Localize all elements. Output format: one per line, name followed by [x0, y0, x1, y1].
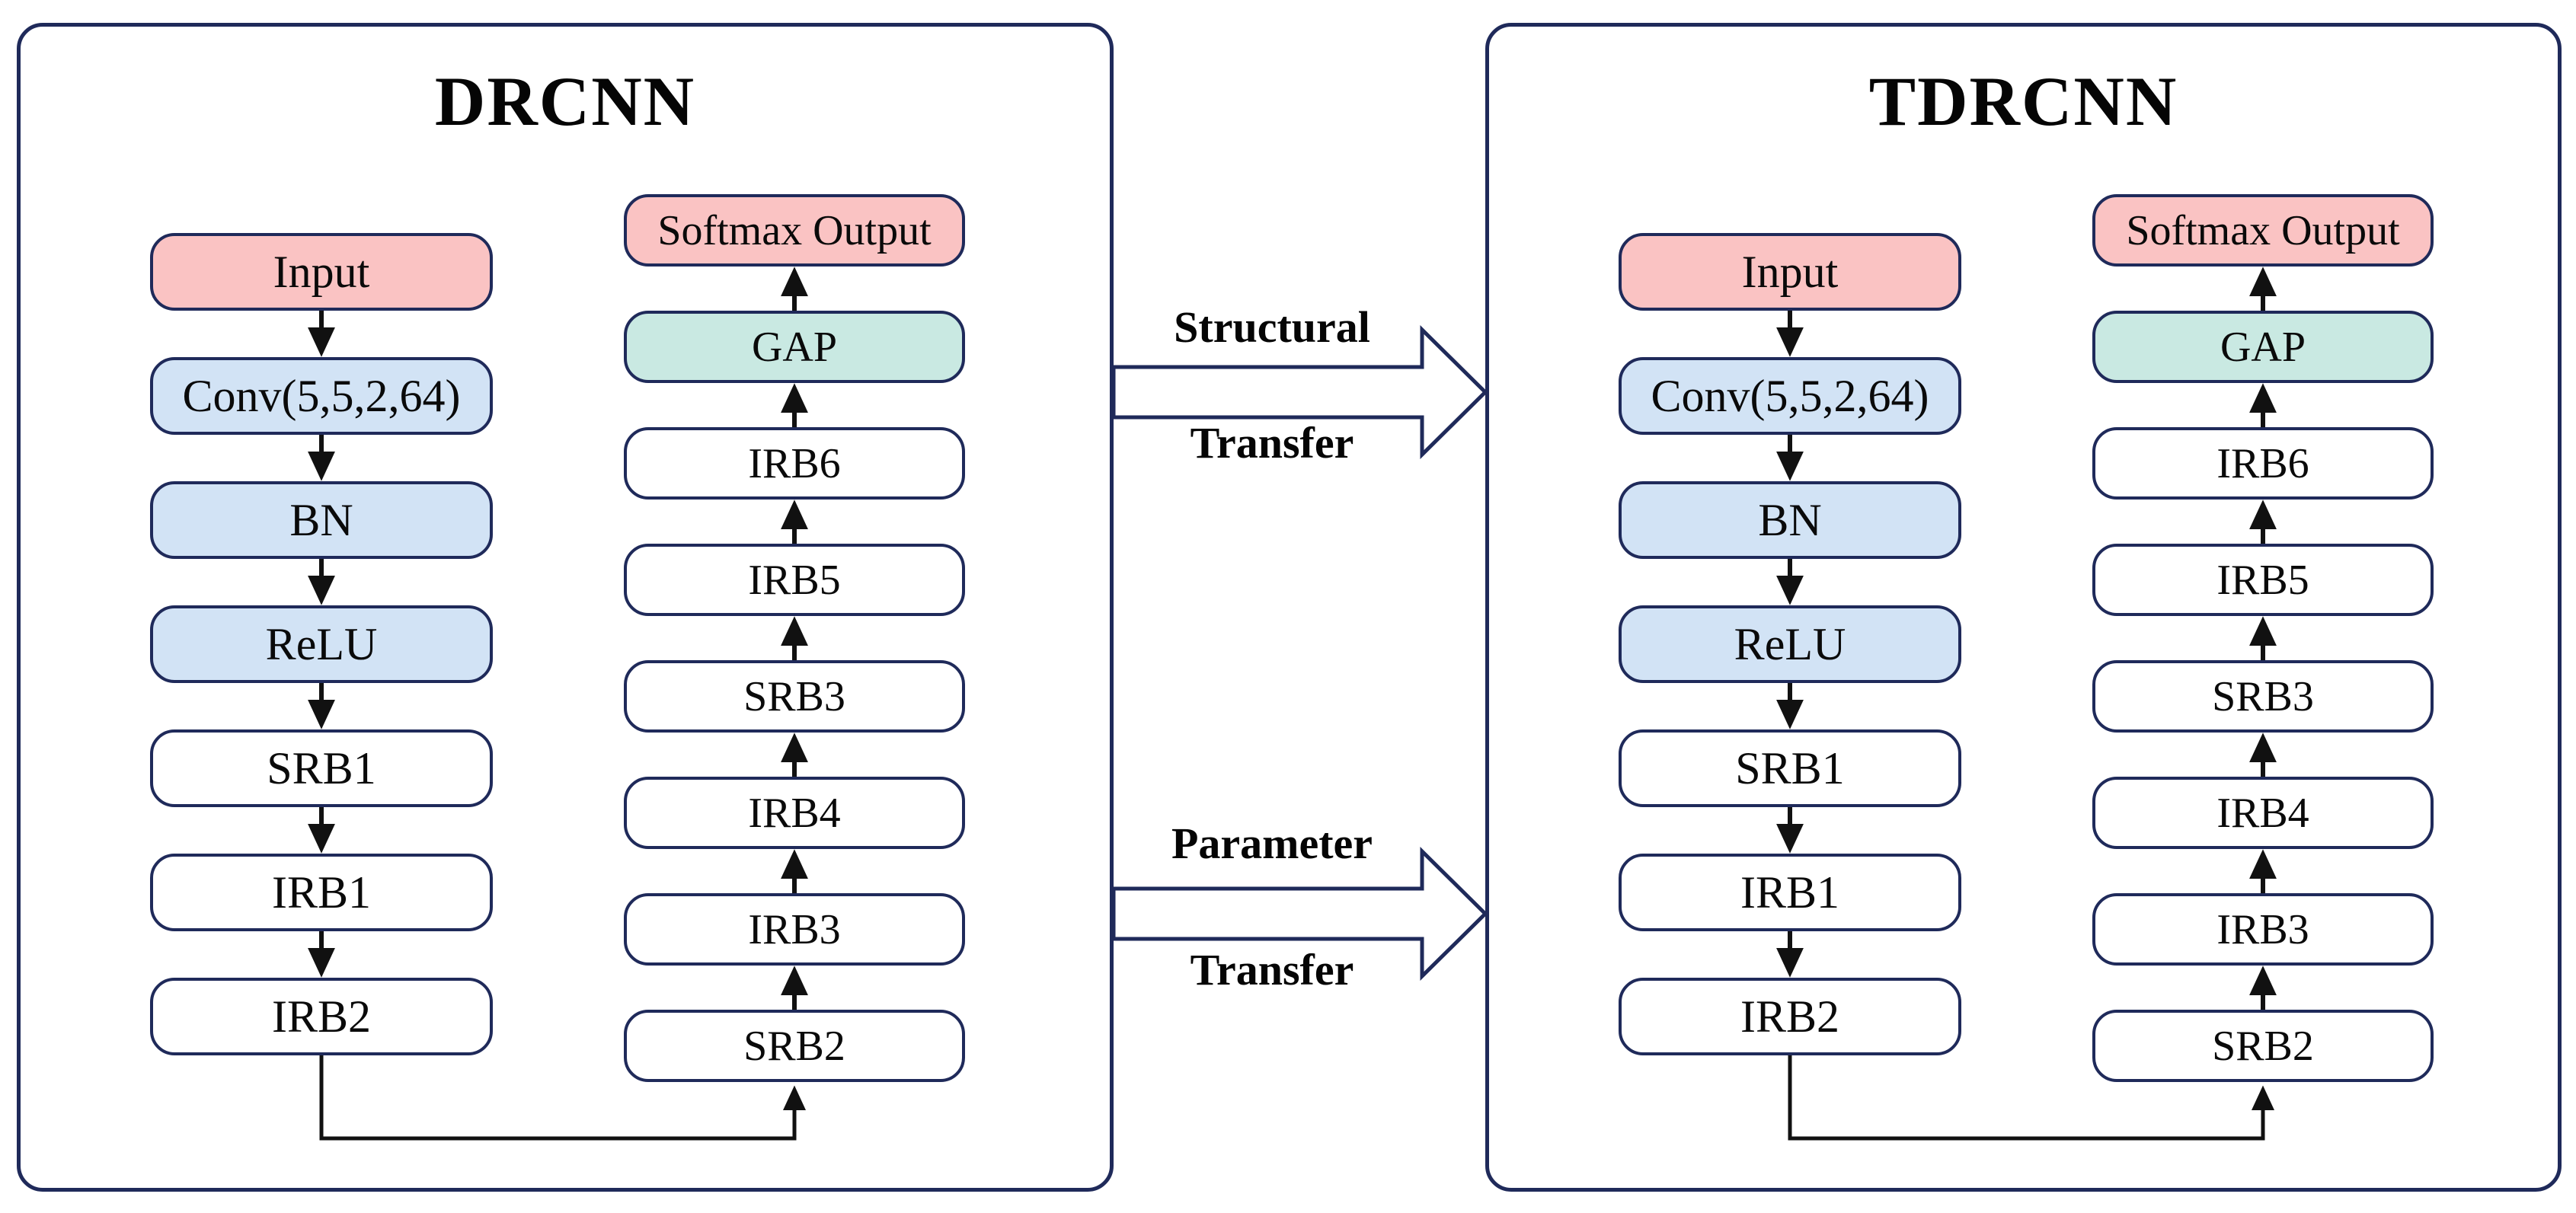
- node-label: Softmax Output: [657, 206, 932, 254]
- node-irb1: IRB1: [150, 854, 493, 931]
- node-irb4: IRB4: [624, 777, 965, 849]
- node-conv: Conv(5,5,2,64): [150, 357, 493, 435]
- node-irb5: IRB5: [2092, 544, 2434, 616]
- node-input: Input: [150, 233, 493, 311]
- node-label: BN: [289, 494, 353, 545]
- panel-drcnn: DRCNN Input Conv(5,5,2,64) BN ReLU SRB1 …: [17, 23, 1114, 1192]
- arrow-right-icon: [1114, 847, 1485, 981]
- node-irb5: IRB5: [624, 544, 965, 616]
- transfer-label-bottom: Transfer: [1190, 418, 1354, 468]
- node-label: SRB3: [2212, 672, 2314, 720]
- node-label: IRB3: [748, 905, 841, 953]
- node-irb3: IRB3: [2092, 893, 2434, 966]
- node-irb1: IRB1: [1619, 854, 1961, 931]
- node-relu: ReLU: [1619, 605, 1961, 683]
- node-label: IRB6: [2216, 439, 2309, 487]
- node-irb3: IRB3: [624, 893, 965, 966]
- node-irb2: IRB2: [150, 978, 493, 1055]
- node-conv: Conv(5,5,2,64): [1619, 357, 1961, 435]
- node-input: Input: [1619, 233, 1961, 311]
- node-irb6: IRB6: [2092, 427, 2434, 500]
- node-label: IRB5: [748, 556, 841, 604]
- node-label: SRB1: [267, 742, 376, 793]
- transfer-label-bottom: Transfer: [1190, 945, 1354, 994]
- node-srb1: SRB1: [1619, 729, 1961, 807]
- node-label: Input: [1741, 246, 1839, 297]
- node-srb2: SRB2: [2092, 1010, 2434, 1082]
- panel-tdrcnn: TDRCNN Input Conv(5,5,2,64) BN ReLU SRB1…: [1485, 23, 2562, 1192]
- node-label: IRB1: [1740, 867, 1840, 918]
- node-gap: GAP: [624, 311, 965, 383]
- panel-title: TDRCNN: [1868, 62, 2178, 140]
- arrow-right-icon: [1114, 325, 1485, 459]
- node-srb2: SRB2: [624, 1010, 965, 1082]
- node-softmax-output: Softmax Output: [2092, 194, 2434, 267]
- node-irb4: IRB4: [2092, 777, 2434, 849]
- node-label: SRB2: [2212, 1022, 2314, 1070]
- node-irb2: IRB2: [1619, 978, 1961, 1055]
- transfer-label-top: Structural: [1174, 302, 1370, 352]
- node-label: Conv(5,5,2,64): [182, 370, 461, 421]
- node-irb6: IRB6: [624, 427, 965, 500]
- node-label: GAP: [2220, 323, 2306, 371]
- node-srb3: SRB3: [624, 660, 965, 733]
- node-label: ReLU: [265, 618, 378, 669]
- node-label: Softmax Output: [2126, 206, 2400, 254]
- node-label: IRB6: [748, 439, 841, 487]
- node-label: IRB4: [748, 789, 841, 837]
- node-label: IRB5: [2216, 556, 2309, 604]
- node-label: Conv(5,5,2,64): [1651, 370, 1929, 421]
- node-softmax-output: Softmax Output: [624, 194, 965, 267]
- node-label: SRB1: [1735, 742, 1845, 793]
- node-label: IRB2: [1740, 991, 1840, 1042]
- node-label: GAP: [751, 323, 838, 371]
- panel-title: DRCNN: [434, 62, 696, 140]
- node-label: IRB4: [2216, 789, 2309, 837]
- node-label: SRB3: [743, 672, 845, 720]
- node-srb1: SRB1: [150, 729, 493, 807]
- node-bn: BN: [1619, 481, 1961, 559]
- node-label: ReLU: [1734, 618, 1846, 669]
- node-label: IRB2: [271, 991, 372, 1042]
- node-label: BN: [1758, 494, 1822, 545]
- node-srb3: SRB3: [2092, 660, 2434, 733]
- node-label: IRB1: [271, 867, 372, 918]
- node-relu: ReLU: [150, 605, 493, 683]
- node-label: SRB2: [743, 1022, 845, 1070]
- node-gap: GAP: [2092, 311, 2434, 383]
- transfer-label-top: Parameter: [1171, 819, 1373, 868]
- node-bn: BN: [150, 481, 493, 559]
- node-label: IRB3: [2216, 905, 2309, 953]
- node-label: Input: [273, 246, 370, 297]
